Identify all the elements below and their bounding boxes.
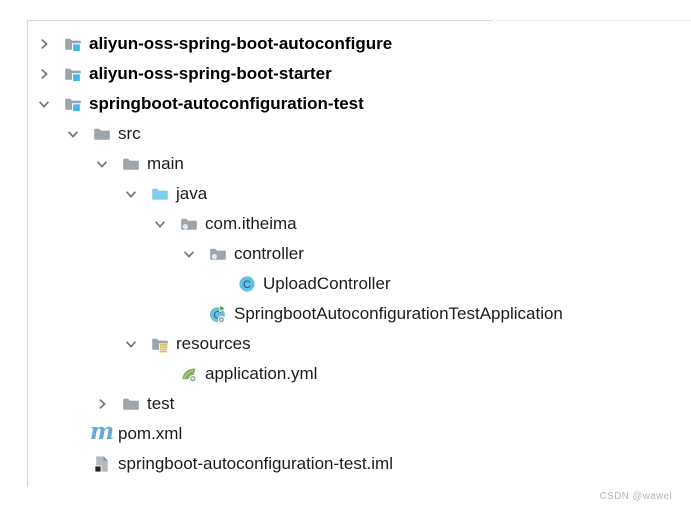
chevron-placeholder bbox=[209, 275, 227, 293]
tree-item-aliyun-oss-spring-boot-starter[interactable]: aliyun-oss-spring-boot-starter bbox=[0, 59, 691, 89]
chevron-down-icon[interactable] bbox=[64, 125, 82, 143]
panel-border-left bbox=[27, 20, 28, 487]
tree-item-com-itheima[interactable]: com.itheima bbox=[0, 209, 691, 239]
folder-icon bbox=[92, 125, 112, 143]
chevron-placeholder bbox=[64, 425, 82, 443]
panel-border-top-right bbox=[496, 20, 691, 21]
tree-item-controller[interactable]: controller bbox=[0, 239, 691, 269]
tree-item-main[interactable]: main bbox=[0, 149, 691, 179]
tree-item-test[interactable]: test bbox=[0, 389, 691, 419]
java-class-icon: C bbox=[237, 275, 257, 293]
chevron-placeholder bbox=[180, 305, 198, 323]
tree-item-label: resources bbox=[176, 334, 251, 353]
maven-icon: m bbox=[89, 418, 115, 445]
chevron-right-icon[interactable] bbox=[35, 65, 53, 83]
chevron-down-icon[interactable] bbox=[122, 335, 140, 353]
tree-item-springbootautoconfigurationtestapplicati[interactable]: C SpringbootAutoconfigurationTestApplica… bbox=[0, 299, 691, 329]
panel-border-top-left bbox=[27, 20, 493, 21]
tree-item-uploadcontroller[interactable]: C UploadController bbox=[0, 269, 691, 299]
chevron-down-icon[interactable] bbox=[180, 245, 198, 263]
tree-item-label: main bbox=[147, 154, 184, 173]
watermark: CSDN @wawel bbox=[599, 491, 672, 502]
tree-item-resources[interactable]: resources bbox=[0, 329, 691, 359]
chevron-down-icon[interactable] bbox=[93, 155, 111, 173]
chevron-down-icon[interactable] bbox=[151, 215, 169, 233]
iml-file-icon bbox=[92, 455, 112, 473]
chevron-down-icon[interactable] bbox=[35, 95, 53, 113]
tree-item-springboot-autoconfiguration-test-iml[interactable]: springboot-autoconfiguration-test.iml bbox=[0, 449, 691, 479]
tree-item-label: com.itheima bbox=[205, 214, 297, 233]
tree-item-label: SpringbootAutoconfigurationTestApplicati… bbox=[234, 304, 563, 323]
tree-item-label: pom.xml bbox=[118, 424, 183, 443]
tree-item-label: UploadController bbox=[263, 274, 391, 293]
tree-item-label: test bbox=[147, 394, 175, 413]
tree-item-java[interactable]: java bbox=[0, 179, 691, 209]
project-tree: aliyun-oss-spring-boot-autoconfigure ali… bbox=[0, 29, 691, 479]
svg-text:C: C bbox=[243, 279, 251, 291]
tree-item-src[interactable]: src bbox=[0, 119, 691, 149]
tree-item-label: aliyun-oss-spring-boot-starter bbox=[89, 64, 332, 83]
tree-item-label: src bbox=[118, 124, 141, 143]
tree-item-label: springboot-autoconfiguration-test bbox=[89, 94, 364, 113]
tree-item-aliyun-oss-spring-boot-autoconfigure[interactable]: aliyun-oss-spring-boot-autoconfigure bbox=[0, 29, 691, 59]
module-folder-icon bbox=[63, 95, 83, 113]
tree-item-label: java bbox=[176, 184, 208, 203]
spring-config-icon bbox=[179, 365, 199, 383]
tree-item-label: aliyun-oss-spring-boot-autoconfigure bbox=[89, 34, 393, 53]
sources-folder-icon bbox=[150, 185, 170, 203]
tree-item-label: springboot-autoconfiguration-test.iml bbox=[118, 454, 393, 473]
tree-item-springboot-autoconfiguration-test[interactable]: springboot-autoconfiguration-test bbox=[0, 89, 691, 119]
tree-item-application-yml[interactable]: application.yml bbox=[0, 359, 691, 389]
chevron-right-icon[interactable] bbox=[35, 35, 53, 53]
tree-item-label: controller bbox=[234, 244, 304, 263]
package-folder-icon bbox=[179, 215, 199, 233]
chevron-right-icon[interactable] bbox=[93, 395, 111, 413]
folder-icon bbox=[121, 395, 141, 413]
package-folder-icon bbox=[208, 245, 228, 263]
tree-item-label: application.yml bbox=[205, 364, 318, 383]
chevron-placeholder bbox=[151, 365, 169, 383]
chevron-down-icon[interactable] bbox=[122, 185, 140, 203]
chevron-placeholder bbox=[64, 455, 82, 473]
module-folder-icon bbox=[63, 65, 83, 83]
folder-icon bbox=[121, 155, 141, 173]
springboot-class-icon: C bbox=[208, 305, 228, 323]
resources-folder-icon bbox=[150, 335, 170, 353]
svg-text:C: C bbox=[213, 310, 221, 322]
module-folder-icon bbox=[63, 35, 83, 53]
